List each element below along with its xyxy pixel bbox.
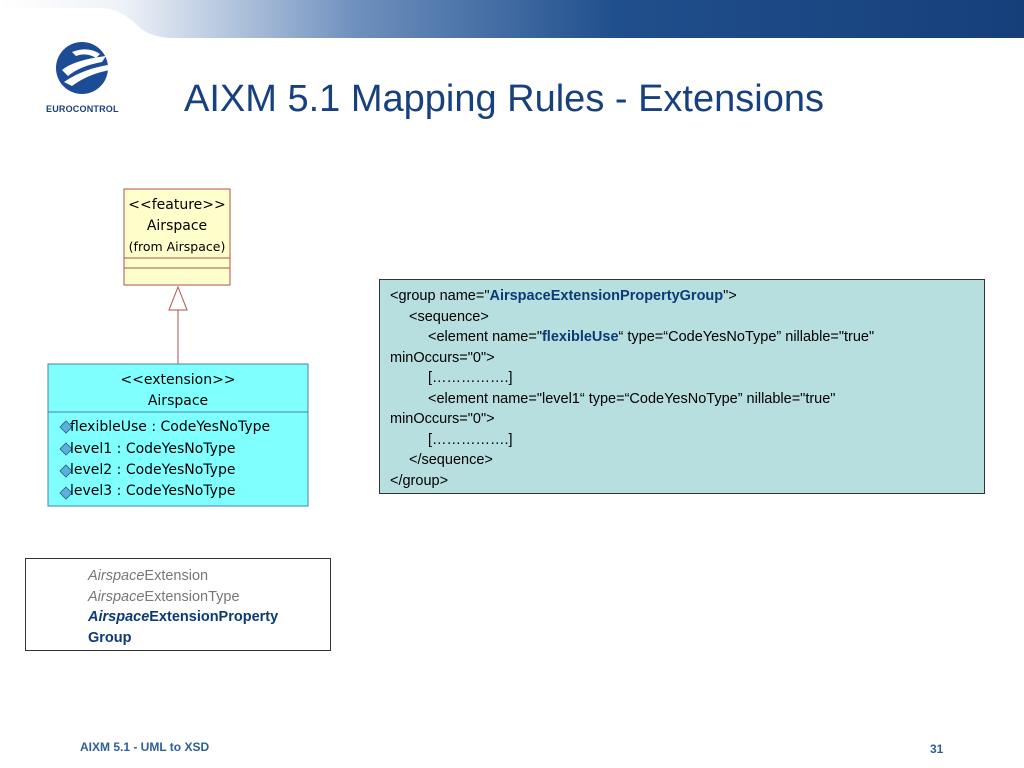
attribute-label: level2 : CodeYesNoType bbox=[70, 462, 235, 478]
element-name: flexibleUse bbox=[541, 329, 619, 345]
xml-line: minOccurs="0"> bbox=[390, 349, 495, 366]
attribute-row: level3 : CodeYesNoType bbox=[59, 483, 235, 500]
feature-class: <<feature>> Airspace (from Airspace) bbox=[123, 188, 231, 286]
naming-box: AirspaceExtension AirspaceExtensionType … bbox=[25, 558, 331, 651]
xml-line: <element name="flexibleUse“ type=“CodeYe… bbox=[428, 329, 875, 345]
xml-code-box: <group name="AirspaceExtensionPropertyGr… bbox=[379, 279, 985, 494]
xml-line: </sequence> bbox=[409, 452, 493, 468]
feature-name: Airspace bbox=[147, 218, 207, 234]
name-extension-type: AirspaceExtensionType bbox=[88, 588, 240, 605]
eurocontrol-logo-icon bbox=[56, 42, 114, 94]
attribute-icon bbox=[59, 464, 73, 478]
xml-line: minOccurs="0"> bbox=[390, 411, 495, 427]
extension-class: <<extension>> Airspace flexibleUse : Cod… bbox=[47, 363, 309, 507]
attribute-label: flexibleUse : CodeYesNoType bbox=[70, 419, 270, 435]
footer-text: AIXM 5.1 - UML to XSD bbox=[80, 740, 210, 754]
name-extension: AirspaceExtension bbox=[88, 568, 209, 584]
name-extension-property-group-cont: Group bbox=[88, 629, 132, 646]
xml-line: <element name="level1“ type=“CodeYesNoTy… bbox=[428, 390, 836, 407]
extension-name: Airspace bbox=[148, 393, 208, 409]
attribute-label: level1 : CodeYesNoType bbox=[70, 441, 235, 457]
logo-text: EUROCONTROL bbox=[46, 104, 119, 114]
attribute-row: level1 : CodeYesNoType bbox=[59, 441, 235, 457]
xml-line: […………….] bbox=[428, 431, 513, 448]
attribute-row: flexibleUse : CodeYesNoType bbox=[59, 419, 270, 435]
attribute-icon bbox=[59, 486, 73, 500]
xml-line: </group> bbox=[390, 472, 449, 489]
name-extension-property-group: AirspaceExtensionProperty bbox=[88, 609, 279, 625]
feature-stereotype: <<feature>> bbox=[128, 197, 225, 213]
xml-line: […………….] bbox=[428, 370, 513, 386]
xml-line: <sequence> bbox=[409, 308, 489, 325]
attribute-icon bbox=[59, 420, 73, 434]
slide-title: AIXM 5.1 Mapping Rules - Extensions bbox=[184, 78, 824, 120]
feature-origin: (from Airspace) bbox=[129, 239, 226, 254]
attribute-label: level3 : CodeYesNoType bbox=[70, 483, 235, 499]
top-banner bbox=[0, 0, 1024, 38]
generalization-arrow bbox=[168, 285, 188, 364]
extension-stereotype: <<extension>> bbox=[120, 372, 235, 388]
attribute-icon bbox=[59, 442, 73, 456]
group-name: AirspaceExtensionPropertyGroup bbox=[489, 288, 724, 304]
xml-line: <group name="AirspaceExtensionPropertyGr… bbox=[390, 288, 737, 304]
attribute-row: level2 : CodeYesNoType bbox=[59, 462, 235, 478]
page-number: 31 bbox=[930, 742, 944, 756]
